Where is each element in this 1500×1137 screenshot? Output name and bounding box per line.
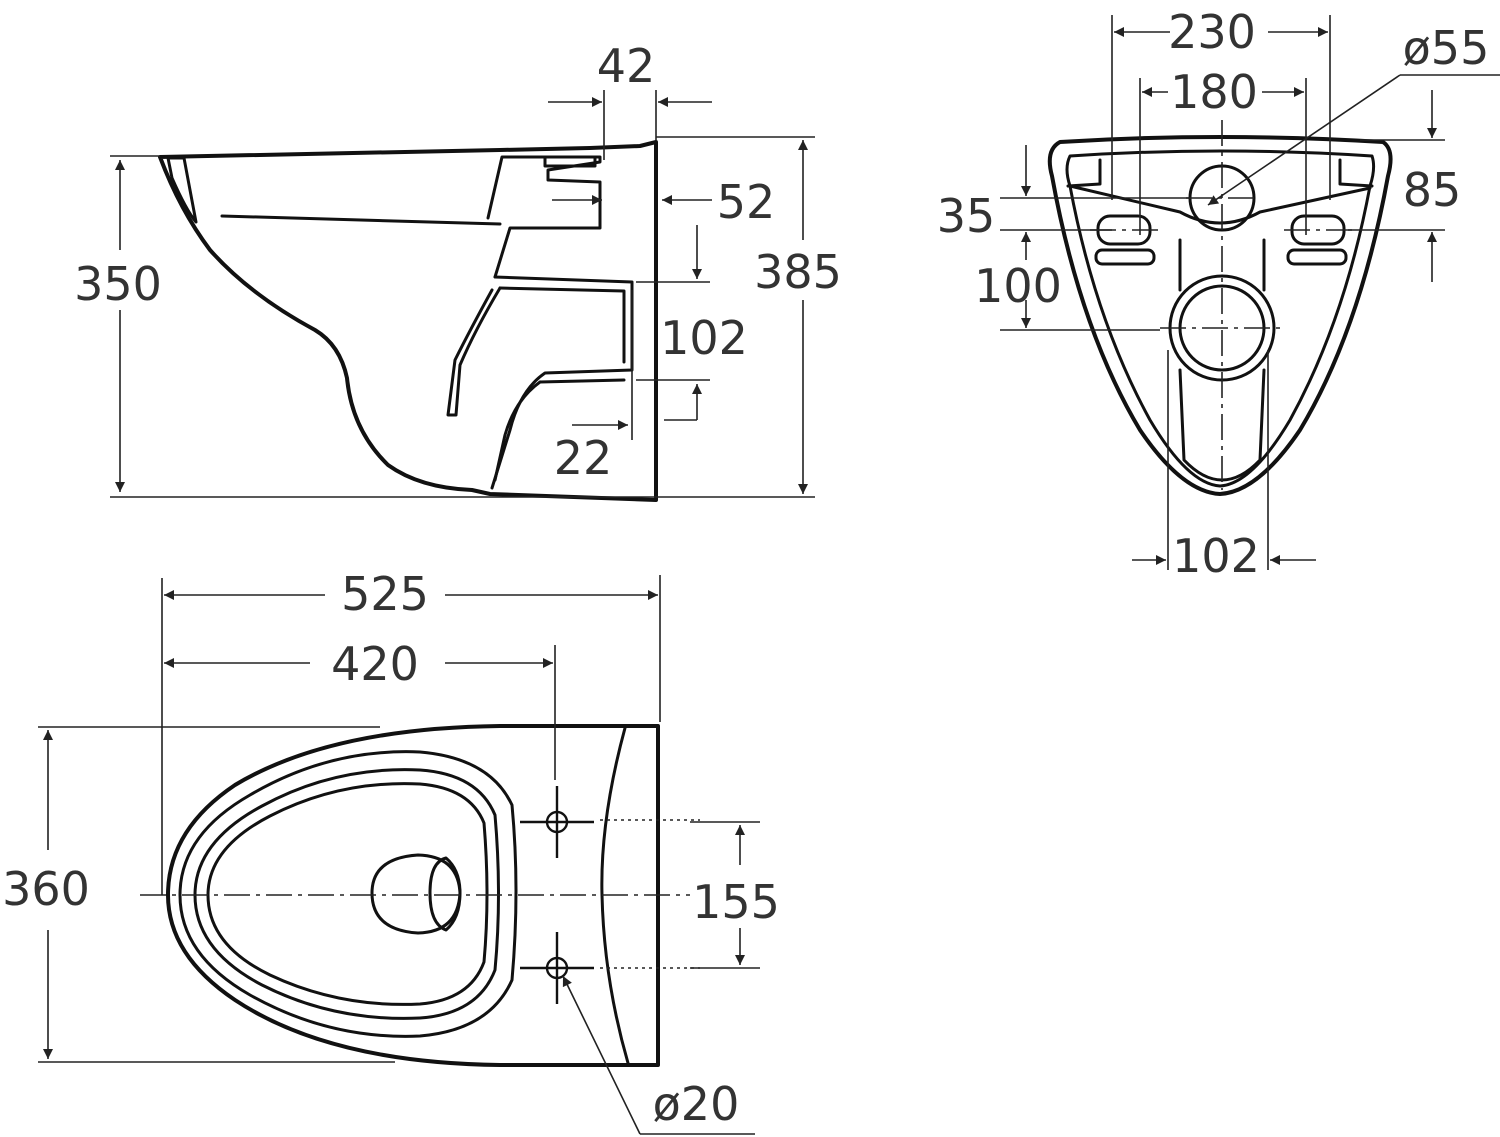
dim-back-offset-mid: 52	[717, 175, 776, 229]
rear-view-inner-outline	[1065, 149, 1376, 488]
top-view-outline	[166, 724, 660, 1067]
rear-view-outline	[1047, 135, 1393, 496]
side-view-bowl-outline	[158, 140, 658, 502]
side-view-trap	[490, 275, 634, 490]
dim-bolt-vertical: 35	[937, 189, 996, 243]
dim-bolt-outer-width: 230	[1168, 5, 1256, 59]
dim-bolt-to-outlet: 100	[974, 259, 1062, 313]
dim-overall-height: 385	[754, 245, 842, 299]
dim-hole-diameter: ø20	[653, 1077, 740, 1131]
side-view-siphon	[446, 286, 502, 417]
dim-inlet-vertical: 85	[1403, 163, 1462, 217]
top-view: 525 420 360 155 ø20	[2, 567, 780, 1135]
side-view-outlet-curve	[493, 378, 626, 482]
side-view-water-line	[220, 214, 502, 226]
rear-view-mount-plate	[1066, 158, 1374, 225]
dim-outlet-spacing: 102	[660, 311, 748, 365]
top-view-drain-inner	[428, 856, 462, 932]
side-view-inlet-block	[543, 155, 597, 168]
dim-overall-width: 360	[2, 862, 90, 916]
side-view: 350 385 42 52 102 22	[74, 39, 842, 502]
top-view-drain-outer	[370, 853, 462, 935]
dim-inlet-diameter: ø55	[1403, 21, 1490, 75]
dim-rim-height: 350	[74, 257, 162, 311]
side-view-rim	[166, 156, 198, 224]
dim-hole-spacing: 155	[692, 875, 780, 929]
dim-outlet-offset: 22	[554, 431, 613, 485]
side-view-trap-inner	[498, 286, 626, 364]
top-view-rim-mid	[193, 768, 500, 1020]
rear-view-bolt-pad-left	[1094, 248, 1156, 266]
dim-back-offset-top: 42	[597, 39, 656, 93]
dim-bolt-inner-width: 180	[1170, 65, 1258, 119]
top-view-rim-inner	[206, 782, 489, 1006]
dim-overall-length: 525	[341, 567, 429, 621]
dim-length-to-holes: 420	[331, 637, 419, 691]
side-view-flush-channel	[486, 155, 602, 279]
top-view-rim-outer	[178, 750, 518, 1038]
rear-view-bolt-pad-right	[1286, 248, 1348, 266]
dim-outlet-width: 102	[1172, 529, 1260, 583]
rear-view: 230 180 ø55 85 35 100 102	[937, 5, 1500, 583]
